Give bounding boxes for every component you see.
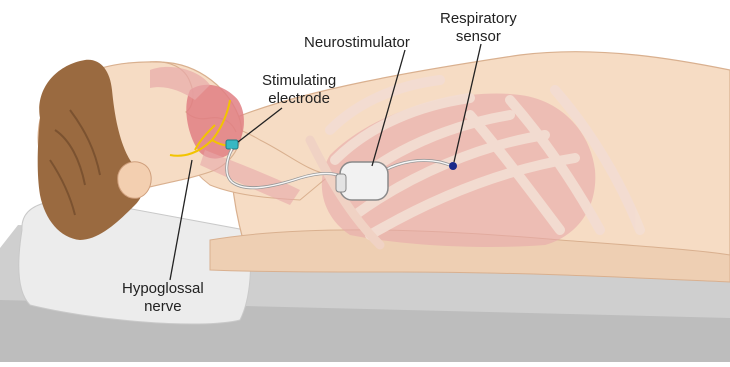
- stimulating-electrode: [226, 140, 238, 149]
- label-respiratory-sensor-line1: Respiratory: [440, 10, 517, 28]
- neurostimulator-header: [336, 174, 346, 192]
- label-respiratory-sensor-line2: sensor: [440, 28, 517, 46]
- label-respiratory-sensor: Respiratory sensor: [440, 10, 517, 46]
- label-neurostimulator-text: Neurostimulator: [304, 34, 410, 52]
- label-hypoglossal-nerve-line2: nerve: [122, 298, 204, 316]
- neurostimulator-device: [340, 162, 388, 200]
- label-stimulating-electrode-line1: Stimulating: [262, 72, 336, 90]
- label-hypoglossal-nerve-line1: Hypoglossal: [122, 280, 204, 298]
- label-stimulating-electrode: Stimulating electrode: [262, 72, 336, 108]
- label-stimulating-electrode-line2: electrode: [262, 90, 336, 108]
- respiratory-sensor: [449, 162, 457, 170]
- ear: [118, 162, 151, 198]
- label-neurostimulator: Neurostimulator: [304, 34, 410, 52]
- label-hypoglossal-nerve: Hypoglossal nerve: [122, 280, 204, 316]
